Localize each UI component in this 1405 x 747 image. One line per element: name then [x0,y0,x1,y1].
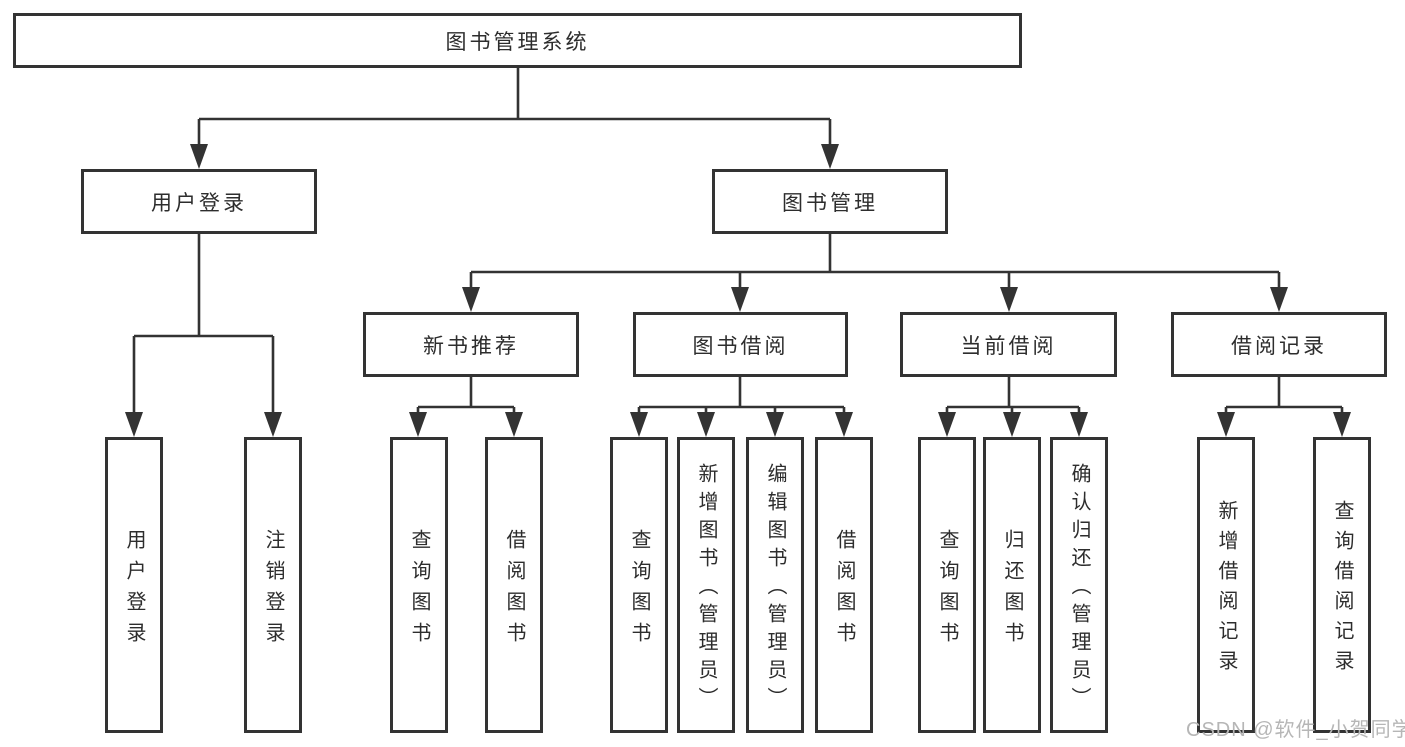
node-label: 当前借阅 [960,334,1057,358]
node-label: 借阅记录 [1231,334,1327,358]
node-book-management: 图书管理 [712,169,948,234]
node-user-login-action: 用户登录 [105,437,163,733]
node-label: 图书借阅 [692,334,789,358]
node-label: 借阅图书 [833,528,855,653]
node-label: 图书管理 [782,191,878,215]
node-label: 查询图书 [408,528,430,653]
node-label: 确认归还（管理员） [1068,463,1090,715]
node-label: 查询图书 [628,528,650,653]
node-query-books-recommend: 查询图书 [390,437,448,733]
node-query-books-current: 查询图书 [918,437,976,733]
node-borrow-books-recommend: 借阅图书 [485,437,543,733]
node-borrowing-records: 借阅记录 [1171,312,1387,377]
node-label: 图书管理系统 [445,30,590,54]
node-confirm-return-admin: 确认归还（管理员） [1050,437,1108,733]
node-label: 查询借阅记录 [1331,500,1353,680]
node-label: 注销登录 [262,528,284,653]
node-label: 新增图书（管理员） [695,463,717,715]
node-query-borrow-record: 查询借阅记录 [1313,437,1371,733]
node-label: 归还图书 [1001,528,1023,653]
node-label: 用户登录 [151,191,247,215]
csdn-watermark: CSDN @软件_小贺同学 [1186,719,1405,741]
node-library-management-system: 图书管理系统 [13,13,1022,68]
arrowhead-icons [125,144,1351,437]
node-label: 新增借阅记录 [1215,500,1237,680]
node-label: 新书推荐 [423,334,519,358]
node-query-books-borrow: 查询图书 [610,437,668,733]
node-label: 用户登录 [123,528,145,653]
node-book-borrowing: 图书借阅 [633,312,848,377]
node-return-book: 归还图书 [983,437,1041,733]
node-edit-book-admin: 编辑图书（管理员） [746,437,804,733]
node-borrow-books: 借阅图书 [815,437,873,733]
node-label: 编辑图书（管理员） [764,463,786,715]
node-user-login: 用户登录 [81,169,317,234]
node-new-book-recommend: 新书推荐 [363,312,579,377]
node-add-book-admin: 新增图书（管理员） [677,437,735,733]
node-logout: 注销登录 [244,437,302,733]
node-label: 借阅图书 [503,528,525,653]
node-add-borrow-record: 新增借阅记录 [1197,437,1255,733]
node-current-borrowing: 当前借阅 [900,312,1117,377]
node-label: 查询图书 [936,528,958,653]
